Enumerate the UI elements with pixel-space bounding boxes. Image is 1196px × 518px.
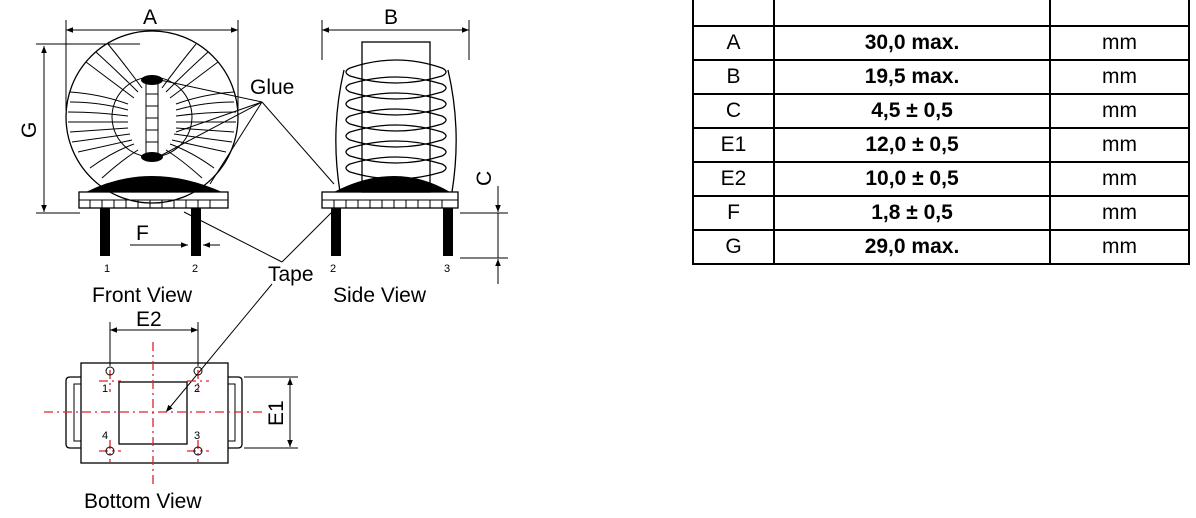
value-cell: 29,0 max. [773, 229, 1051, 265]
value-cell: 30,0 max. [773, 25, 1051, 61]
side-view-label: Side View [333, 284, 427, 307]
unit-cell: mm [1049, 229, 1190, 265]
dim-g-label: G [18, 122, 41, 138]
dimension-cell: C [692, 93, 775, 129]
dimension-cell: F [692, 195, 775, 231]
front-pin-label-2: 2 [192, 263, 198, 275]
bottom-pin-label-1: 1 [102, 383, 108, 395]
tape-callout: Tape [165, 211, 333, 413]
side-glue-mound [334, 176, 450, 192]
front-base-ticks [79, 199, 228, 208]
dim-e2-label: E2 [136, 308, 162, 331]
front-windings-left [67, 43, 143, 179]
dimension-cell: A [692, 25, 775, 61]
glue-callout: Glue [159, 76, 335, 185]
dim-c-label: C [473, 171, 496, 186]
bottom-view-label: Bottom View [84, 490, 202, 513]
unit-cell: mm [1049, 161, 1190, 197]
front-view-label: Front View [92, 284, 193, 307]
front-pin-1 [100, 208, 110, 256]
value-cell: 4,5 ± 0,5 [773, 93, 1051, 129]
dim-f-label: F [136, 222, 149, 245]
bottom-hole-4 [105, 446, 115, 456]
bottom-pin-label-3: 3 [194, 430, 200, 442]
dimension-cell: G [692, 229, 775, 265]
side-pin-label-3: 3 [444, 263, 450, 275]
front-glue-dot-bottom [141, 152, 163, 162]
front-pin-label-1: 1 [104, 263, 110, 275]
dimension-cell: B [692, 59, 775, 95]
dimension-cell: E1 [692, 127, 775, 163]
value-cell: 1,8 ± 0,5 [773, 195, 1051, 231]
unit-cell: mm [1049, 93, 1190, 129]
bottom-view: 1 2 4 3 E2 E1 Bottom View [44, 308, 298, 513]
dim-b-label: B [384, 6, 398, 29]
value-cell: 19,5 max. [773, 59, 1051, 95]
front-glue-dot-top [141, 75, 163, 85]
front-pin-2 [191, 208, 201, 256]
unit-cell: mm [1049, 59, 1190, 95]
dim-e1-label: E1 [265, 400, 288, 426]
bottom-pin-label-4: 4 [102, 430, 108, 442]
unit-cell: mm [1049, 25, 1190, 61]
unit-cell: mm [1049, 127, 1190, 163]
side-core [361, 41, 431, 193]
front-separator [145, 81, 159, 157]
bottom-hole-3 [193, 446, 203, 456]
side-view: 2 3 B C Side View [321, 6, 508, 307]
bottom-hole-2 [193, 366, 203, 376]
bottom-pin-label-2: 2 [194, 383, 200, 395]
front-windings-right [161, 43, 237, 179]
side-pin-3 [443, 208, 453, 256]
front-view: 1 2 A G F Front View [18, 6, 239, 307]
front-glue-mound [86, 176, 222, 192]
unit-cell: mm [1049, 195, 1190, 231]
glue-label: Glue [250, 76, 294, 99]
value-cell: 12,0 ± 0,5 [773, 127, 1051, 163]
dim-a-label: A [143, 6, 157, 29]
side-pin-label-2: 2 [330, 263, 336, 275]
dimension-cell: E2 [692, 161, 775, 197]
side-pin-2 [331, 208, 341, 256]
value-cell: 10,0 ± 0,5 [773, 161, 1051, 197]
mechanical-drawing: 1 2 A G F Front View [18, 6, 508, 513]
side-base-ticks [322, 199, 458, 208]
dimension-table-header-row [692, 0, 1190, 27]
bottom-outline [80, 362, 229, 464]
side-windings [335, 59, 457, 193]
bottom-hole-1 [105, 366, 115, 376]
tape-label: Tape [268, 263, 314, 286]
